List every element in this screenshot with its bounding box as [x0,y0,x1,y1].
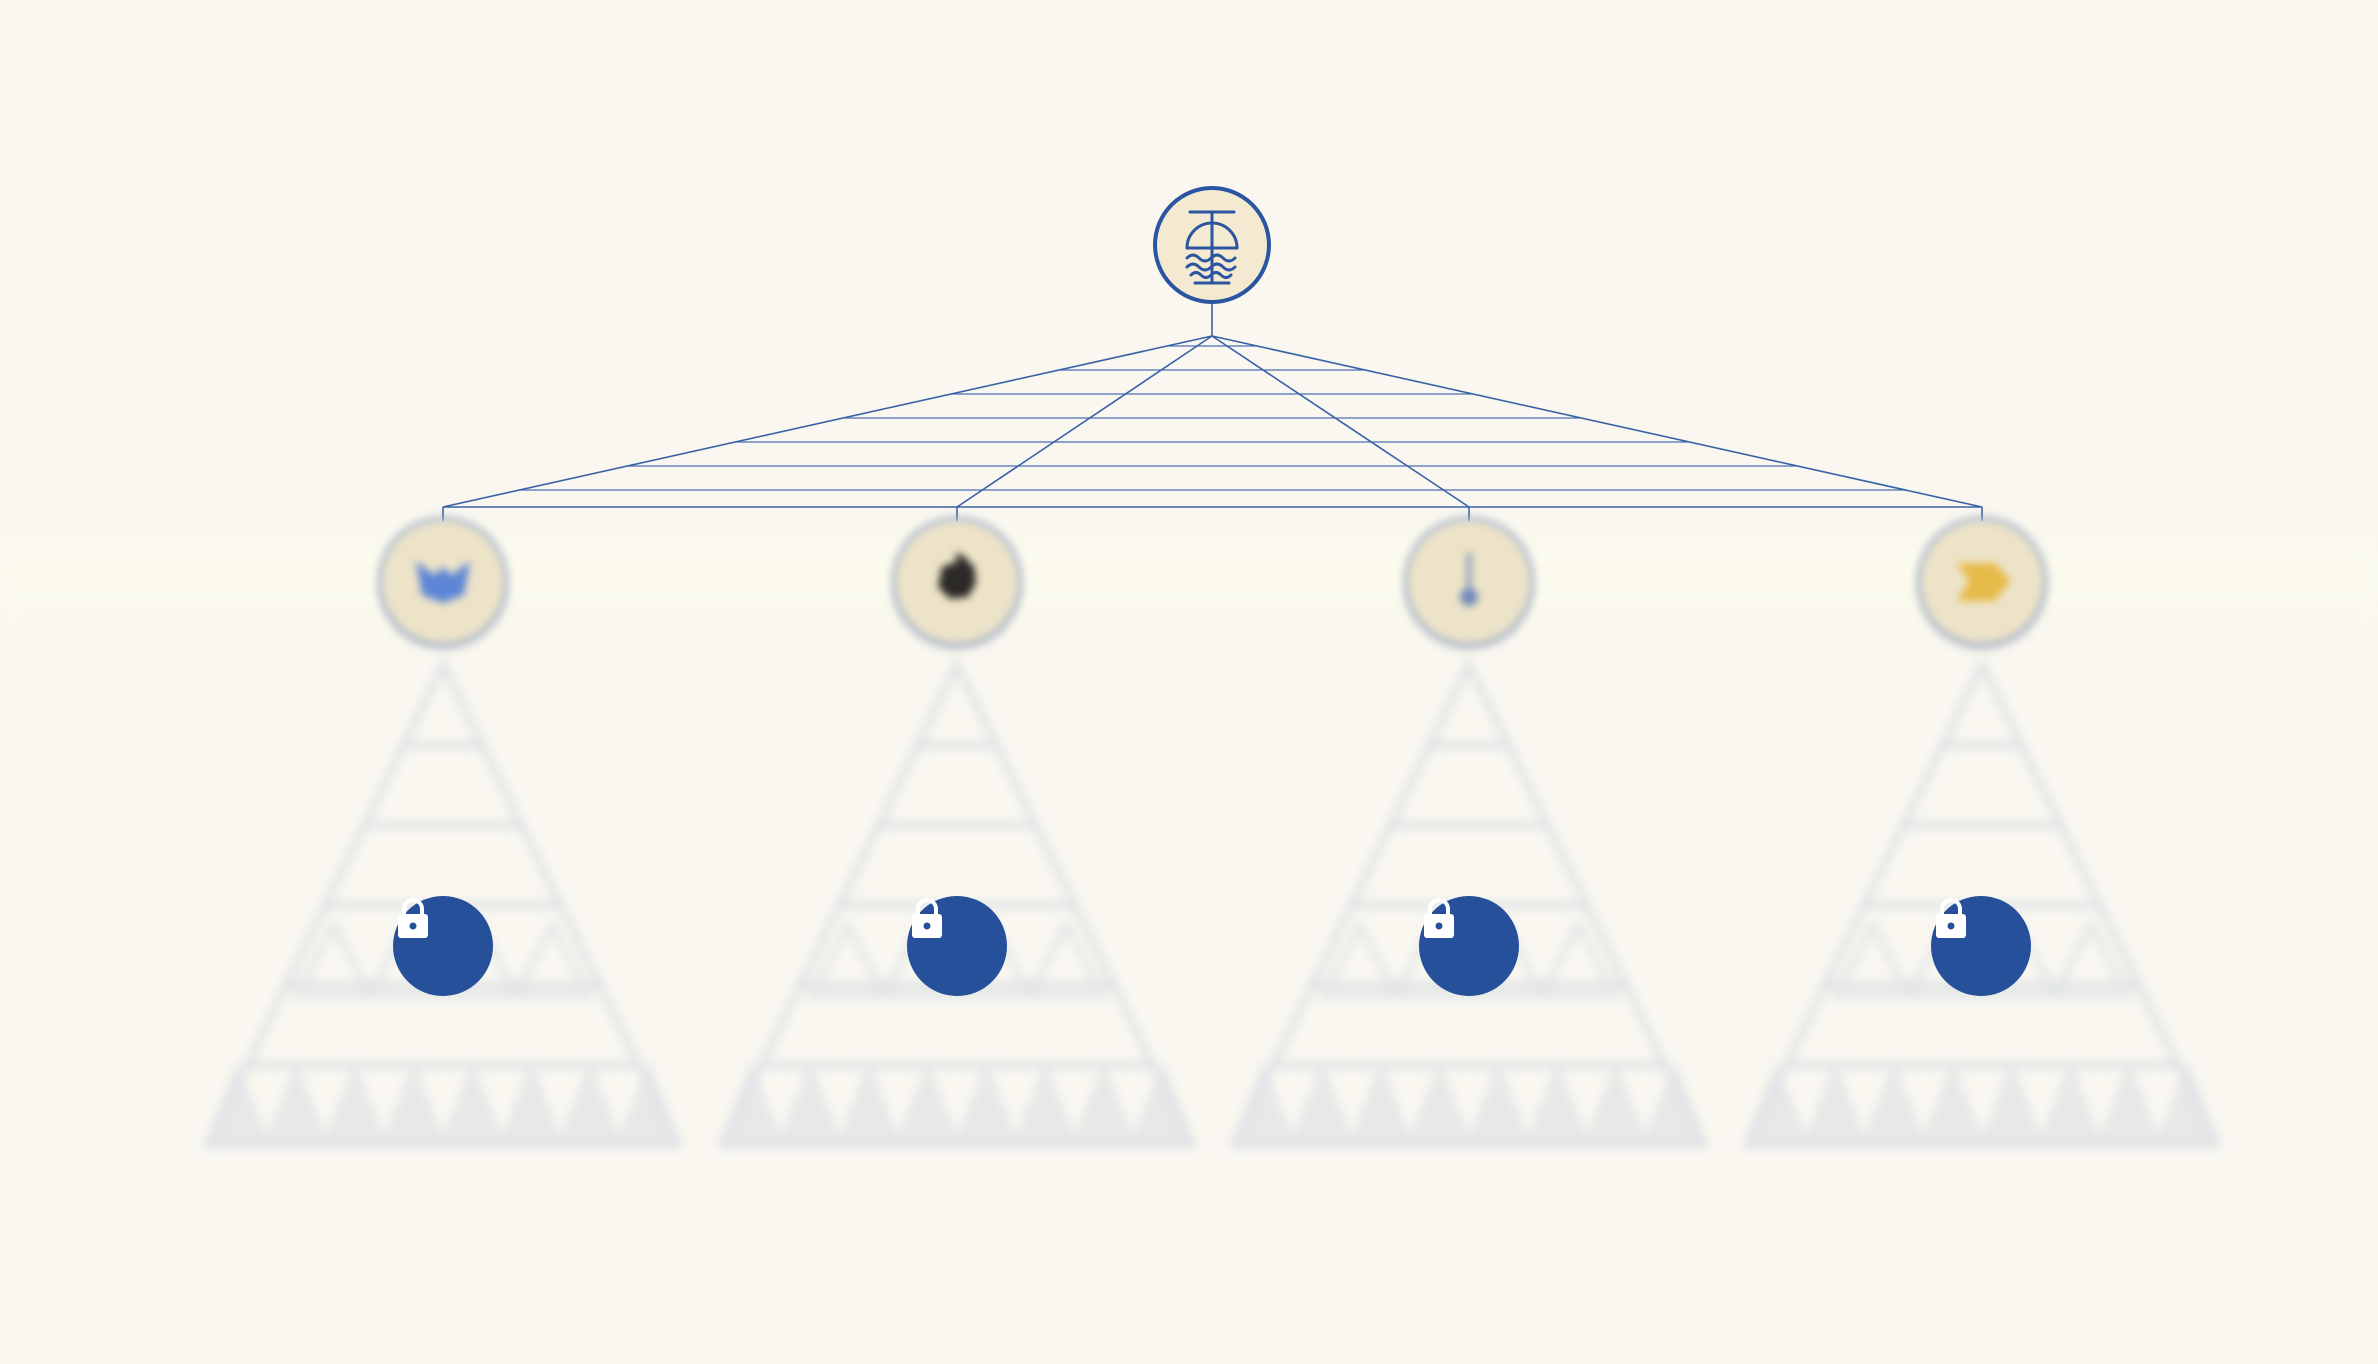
subtree-leaf [555,1060,625,1149]
branch-node-4[interactable] [1921,521,2043,643]
lock-icon [1424,898,1454,938]
subtree-node [1830,917,1915,999]
subtree-leaf [2094,1060,2164,1149]
lock-icon [1936,898,1966,938]
subtree-leaf [834,1060,904,1149]
root-node[interactable] [1153,186,1271,304]
locked-subtree-4 [1741,657,2223,1149]
subtree-leaf [1581,1060,1651,1149]
anchor-waves-icon [1185,210,1239,285]
blue-bird-icon [416,561,470,603]
locked-subtree-1 [202,657,684,1149]
lock-icon [398,898,428,938]
subtree-leaf [437,1060,507,1149]
subtree-leaf [261,1060,331,1149]
subtree-node [2049,917,2134,999]
lock-button-1[interactable] [393,896,493,996]
subtree-leaf [1228,1060,1298,1149]
subtree-node [1536,917,1621,999]
connector-line-3 [1211,335,1470,508]
subtree-leaf [379,1060,449,1149]
yellow-arrow-icon [1957,563,2011,601]
subtree-leaf [2035,1060,2105,1149]
lock-button-3[interactable] [1419,896,1519,996]
lock-button-4[interactable] [1931,896,2031,996]
subtree-node [510,917,595,999]
subtree-leaf [775,1060,845,1149]
subtree-leaf [1010,1060,1080,1149]
subtree-leaf [320,1060,390,1149]
connector-line-2 [956,335,1213,508]
dark-blob-icon [938,552,976,599]
subtree-leaf [1976,1060,2046,1149]
subtree-leaf [1069,1060,1139,1149]
connector-line-1 [442,335,1213,508]
subtree-leaf [716,1060,786,1149]
subtree-node [805,917,890,999]
subtree-leaf [1463,1060,1533,1149]
subtree-leaf [1800,1060,1870,1149]
subtree-leaf [1741,1060,1811,1149]
lock-icon [912,898,942,938]
pin-icon [1460,553,1478,606]
branch-node-1[interactable] [382,521,504,643]
connector-line-4 [1211,335,1983,508]
branch-node-2[interactable] [896,521,1018,643]
subtree-leaf [1346,1060,1416,1149]
lock-button-2[interactable] [907,896,1007,996]
subtree-leaf [1128,1060,1198,1149]
subtree-leaf [1918,1060,1988,1149]
subtree-leaf [1640,1060,1710,1149]
subtree-node [291,917,376,999]
subtree-leaf [2153,1060,2223,1149]
subtree-leaf [1287,1060,1357,1149]
subtree-leaf [1859,1060,1929,1149]
subtree-node [1317,917,1402,999]
locked-subtree-3 [1228,657,1710,1149]
subtree-leaf [496,1060,566,1149]
subtree-leaf [614,1060,684,1149]
subtree-leaf [1522,1060,1592,1149]
subtree-leaf [1405,1060,1475,1149]
subtree-leaf [951,1060,1021,1149]
subtree-leaf [202,1060,272,1149]
subtree-node [1024,917,1109,999]
locked-subtree-2 [716,657,1198,1149]
branch-node-3[interactable] [1408,521,1530,643]
subtree-leaf [893,1060,963,1149]
